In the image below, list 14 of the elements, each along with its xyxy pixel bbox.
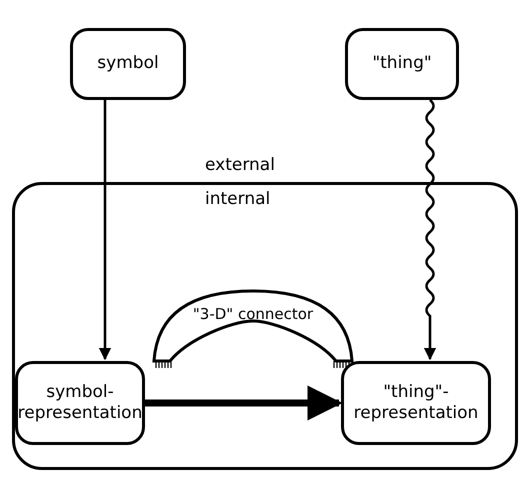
node-label: "3-D" connector [192, 305, 314, 324]
representation-box [15, 361, 145, 445]
region-label: internal [205, 189, 270, 210]
concept-box [70, 28, 186, 100]
node-label: symbol [96, 53, 160, 75]
node-label: "thing" [371, 53, 433, 75]
region-label: external [205, 155, 275, 176]
arrow [98, 100, 112, 360]
wavy-arrow [424, 99, 436, 360]
node-label: symbol- representation [16, 382, 144, 424]
concept-box [345, 28, 459, 100]
arrow [145, 386, 342, 420]
node-label: "thing"- representation [352, 382, 480, 424]
representation-box [341, 361, 491, 445]
